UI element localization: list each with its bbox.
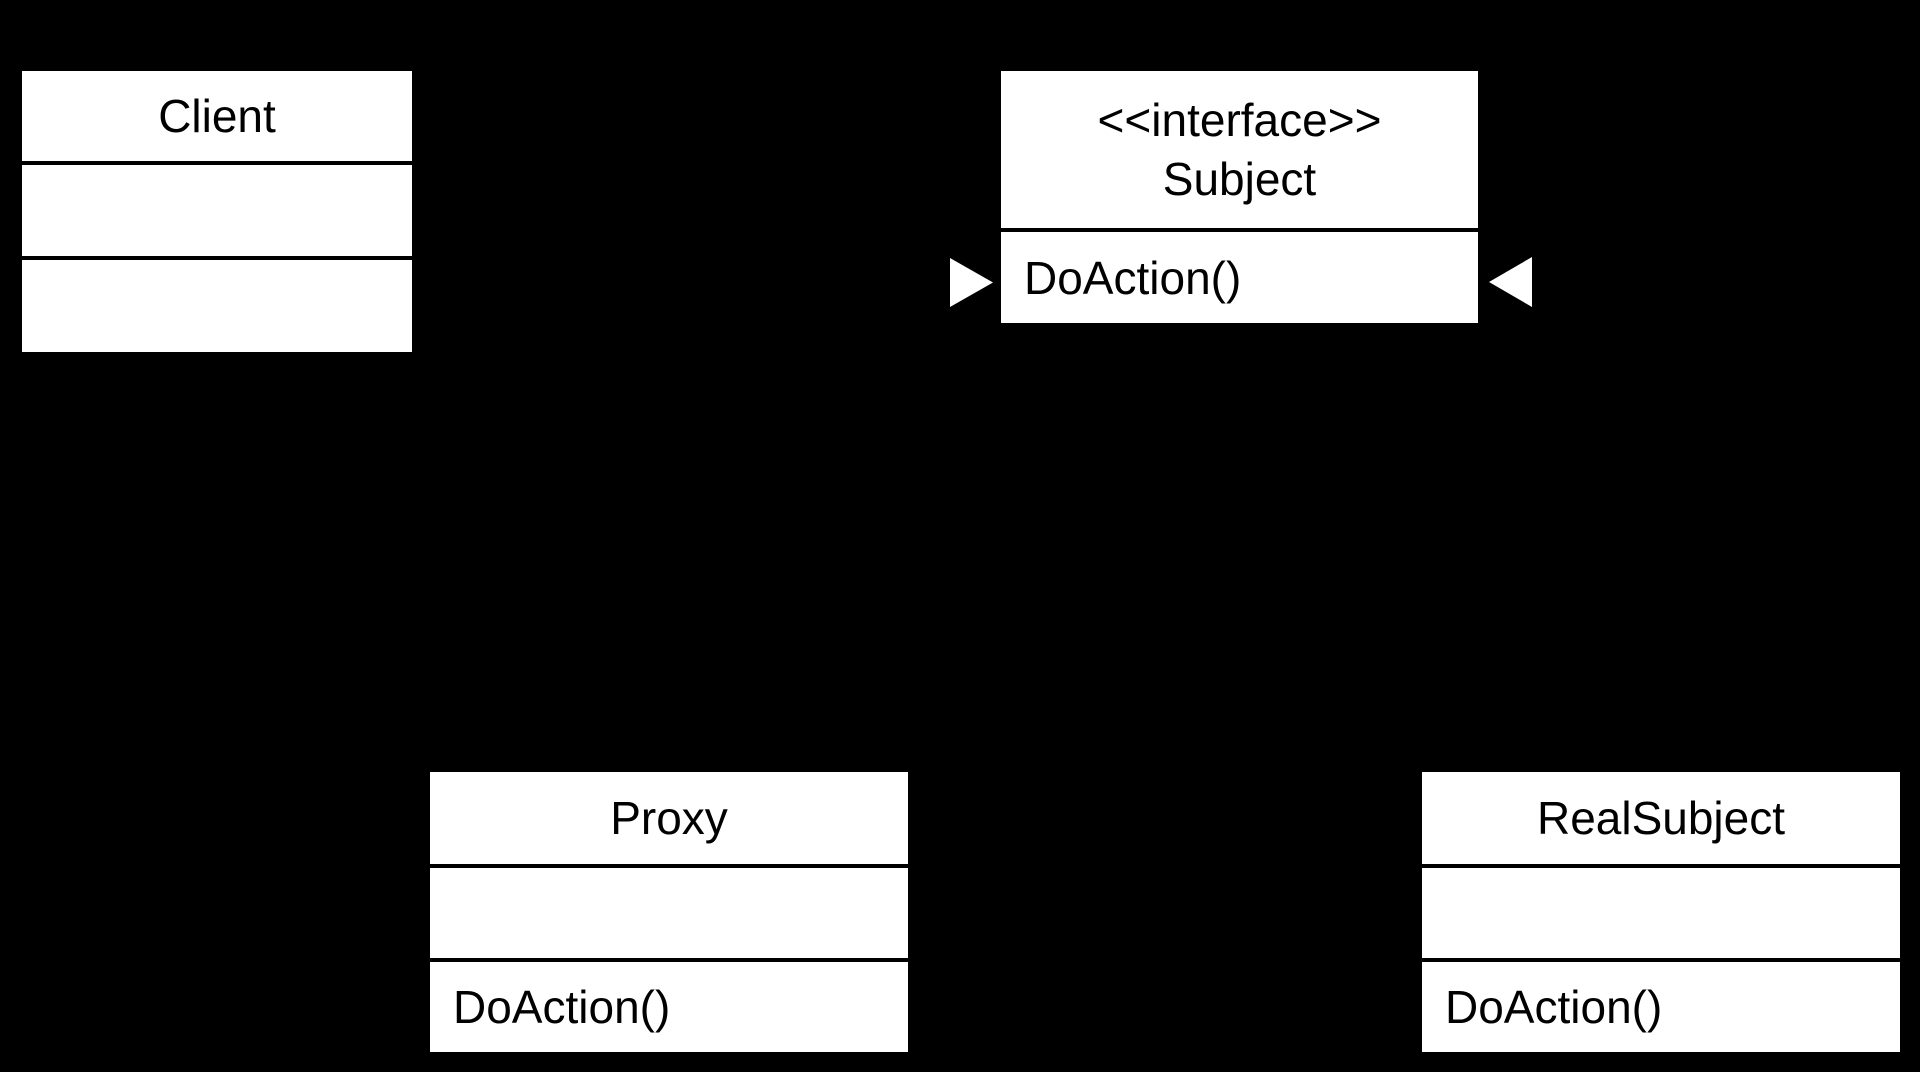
class-name-label: RealSubject <box>1536 791 1786 844</box>
method-label: DoAction() <box>453 981 671 1033</box>
realization-arrowhead-left-icon <box>950 258 993 307</box>
proxy-name-compartment: Proxy <box>430 772 908 864</box>
proxy-methods-compartment: DoAction() <box>430 958 908 1052</box>
class-box-proxy: Proxy DoAction() <box>430 772 908 1052</box>
class-box-client: Client <box>22 71 412 352</box>
realsubject-name-compartment: RealSubject <box>1422 772 1900 864</box>
method-label: DoAction() <box>1445 981 1663 1033</box>
client-attributes-compartment <box>22 161 412 256</box>
class-name-label: Client <box>158 89 276 142</box>
class-box-subject: <<interface>> Subject DoAction() <box>1001 71 1478 323</box>
subject-name-compartment: <<interface>> Subject <box>1001 71 1478 228</box>
class-name-label: Proxy <box>610 791 728 844</box>
client-methods-compartment <box>22 256 412 352</box>
subject-methods-compartment: DoAction() <box>1001 228 1478 323</box>
class-name-label: Subject <box>1162 152 1317 205</box>
client-name-compartment: Client <box>22 71 412 161</box>
class-box-realsubject: RealSubject DoAction() <box>1422 772 1900 1052</box>
stereotype-label: <<interface>> <box>1097 93 1382 146</box>
proxy-attributes-compartment <box>430 864 908 958</box>
realization-arrowhead-right-icon <box>1489 257 1532 307</box>
realsubject-attributes-compartment <box>1422 864 1900 958</box>
method-label: DoAction() <box>1024 251 1242 304</box>
realsubject-methods-compartment: DoAction() <box>1422 958 1900 1052</box>
